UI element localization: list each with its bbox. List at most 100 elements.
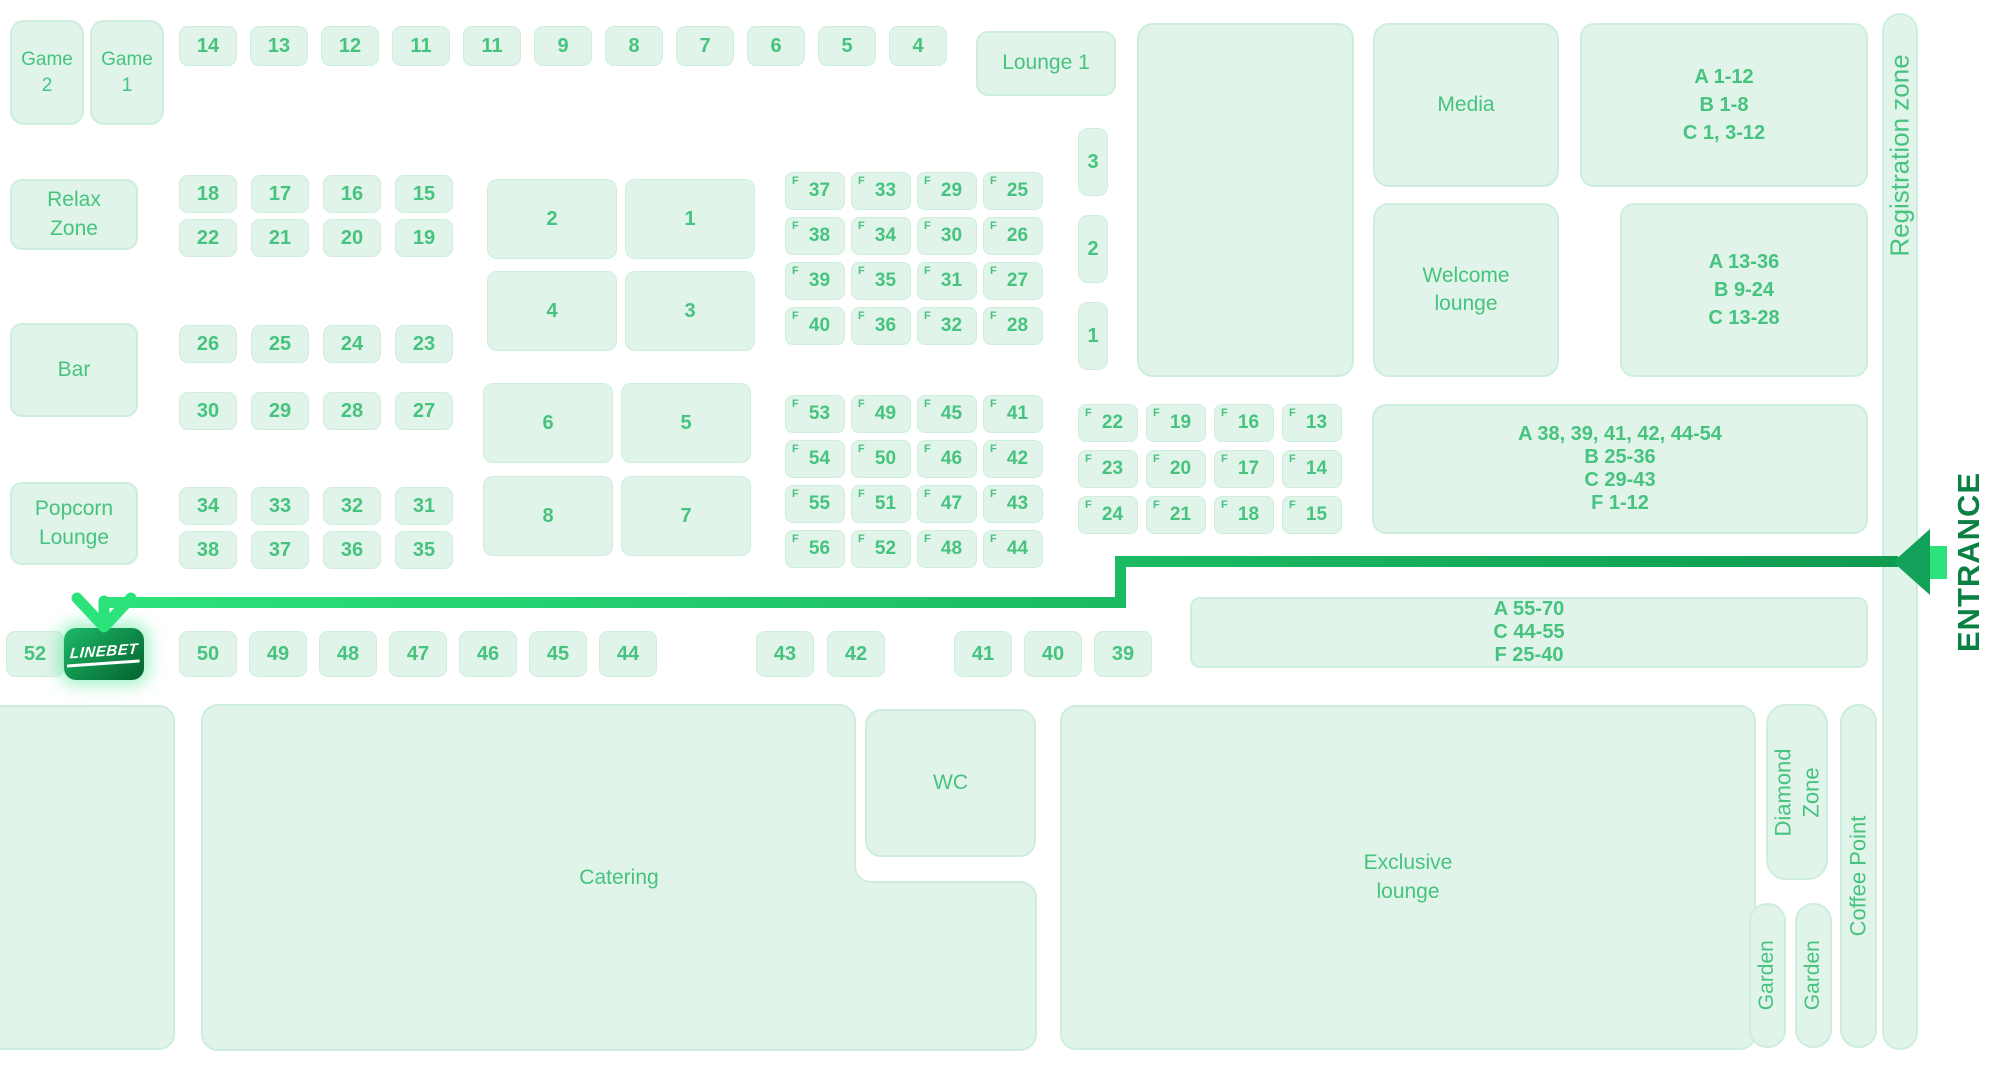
booth-f-prefix: F xyxy=(858,265,865,277)
booth-f-prefix: F xyxy=(924,398,931,410)
booth-50: 50 xyxy=(179,631,237,677)
booth-8: 8 xyxy=(605,26,663,66)
zone-lounge1: Lounge 1 xyxy=(976,31,1116,96)
booth-26: 26 xyxy=(179,325,237,363)
booth-49: 49 xyxy=(249,631,307,677)
booth-f-prefix: F xyxy=(924,175,931,187)
booth-number: 28 xyxy=(1006,315,1029,336)
zone-catering-label: Catering xyxy=(579,865,659,889)
booth-number: 15 xyxy=(412,182,436,205)
zone-diamond xyxy=(1766,704,1828,880)
booth-number: 12 xyxy=(338,34,362,57)
booth-number: 55 xyxy=(808,493,831,514)
booth-number: 32 xyxy=(340,494,364,517)
booth-11: 11 xyxy=(463,26,521,66)
booth-f-prefix: F xyxy=(858,533,865,545)
booth-number: 35 xyxy=(874,270,897,291)
booth-number: 27 xyxy=(412,399,436,422)
booth-f-prefix: F xyxy=(1085,453,1092,465)
zone-diamond-label-wrap: Diamond Zone xyxy=(1766,704,1828,880)
booth-number: 53 xyxy=(808,403,831,424)
booth-8: 8 xyxy=(483,476,613,556)
booth-f-49: F 49 xyxy=(851,395,911,433)
booth-number: 50 xyxy=(196,642,220,665)
booth-number: 40 xyxy=(1041,642,1065,665)
booth-33: 33 xyxy=(251,487,309,525)
booth-f-prefix: F xyxy=(990,265,997,277)
booth-number: 44 xyxy=(1006,538,1029,559)
booth-number: 20 xyxy=(1169,458,1192,479)
booth-number: 29 xyxy=(268,399,292,422)
booth-number: 19 xyxy=(1169,412,1192,433)
area-sign-line: B 1-8 xyxy=(1699,94,1749,116)
booth-number: 15 xyxy=(1305,504,1328,525)
booth-27: 27 xyxy=(395,392,453,430)
booth-row-bottom-a: 52 xyxy=(6,631,64,677)
booth-number: 47 xyxy=(406,642,430,665)
booth-number: 4 xyxy=(912,34,924,57)
booth-35: 35 xyxy=(395,531,453,569)
area-sign-line: A 55-70 xyxy=(1493,598,1565,620)
booth-30: 30 xyxy=(179,392,237,430)
booth-23: 23 xyxy=(395,325,453,363)
booth-number: 42 xyxy=(1006,448,1029,469)
booth-f-prefix: F xyxy=(858,220,865,232)
area-sign-top-right: A 1-12 B 1-8 C 1, 3-12 xyxy=(1580,23,1868,187)
area-sign-line: C 29-43 xyxy=(1584,469,1656,491)
booth-number: 1 xyxy=(684,207,696,230)
booth-number: 25 xyxy=(1006,180,1029,201)
booth-13: 13 xyxy=(250,26,308,66)
entrance-label-wrap: ENTRANCE xyxy=(1938,430,2000,694)
booth-row-bottom-c: 43 42 xyxy=(756,631,885,677)
booth-f-prefix: F xyxy=(1221,407,1228,419)
booth-f-prefix: F xyxy=(858,398,865,410)
booth-f-prefix: F xyxy=(924,488,931,500)
area-sign-line: C 13-28 xyxy=(1708,307,1780,329)
booth-number: 43 xyxy=(1006,493,1029,514)
booth-25: 25 xyxy=(251,325,309,363)
booth-number: 41 xyxy=(971,642,995,665)
booth-f-prefix: F xyxy=(1153,499,1160,511)
booth-f-prefix: F xyxy=(924,533,931,545)
booth-number: 40 xyxy=(808,315,831,336)
booth-f-prefix: F xyxy=(1153,453,1160,465)
booth-number: 7 xyxy=(680,504,692,527)
booth-2: 2 xyxy=(1078,215,1108,283)
booth-number: 50 xyxy=(874,448,897,469)
booth-number: 29 xyxy=(940,180,963,201)
booth-number: 39 xyxy=(1111,642,1135,665)
booth-number: 24 xyxy=(340,332,364,355)
booth-number: 42 xyxy=(844,642,868,665)
booth-number: 21 xyxy=(268,226,292,249)
booth-11: 11 xyxy=(392,26,450,66)
booth-number: 43 xyxy=(773,642,797,665)
booth-number: 1 xyxy=(1087,324,1099,347)
booth-number: 8 xyxy=(628,34,640,57)
zone-popcorn-label: Popcorn Lounge xyxy=(34,497,114,549)
booth-number: 21 xyxy=(1169,504,1192,525)
zone-game1: Game 1 xyxy=(90,20,164,125)
booth-39: 39 xyxy=(1094,631,1152,677)
booth-1: 1 xyxy=(1078,302,1108,370)
booth-1: 1 xyxy=(625,179,755,259)
booth-29: 29 xyxy=(251,392,309,430)
booth-f-prefix: F xyxy=(792,533,799,545)
booth-number: 44 xyxy=(616,642,640,665)
booth-number: 49 xyxy=(874,403,897,424)
booth-19: 19 xyxy=(395,219,453,257)
booth-number: 30 xyxy=(196,399,220,422)
